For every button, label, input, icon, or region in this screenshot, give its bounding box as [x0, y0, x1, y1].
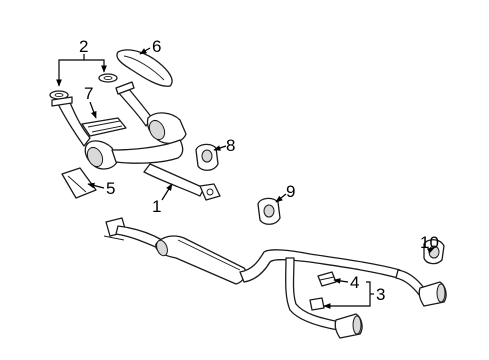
insulator-middle[interactable]	[257, 197, 281, 225]
heat-shield-center[interactable]	[81, 117, 127, 137]
hanger-lower[interactable]	[309, 297, 325, 311]
heat-shield-right[interactable]	[116, 49, 173, 87]
heat-shield-left[interactable]	[61, 167, 97, 199]
gasket-right[interactable]	[98, 73, 118, 83]
callout-1: 1	[152, 197, 161, 216]
callout-5: 5	[106, 179, 115, 198]
gasket-left[interactable]	[49, 90, 69, 100]
hanger-bracket[interactable]	[317, 271, 337, 287]
callout-numbers: 2 6 7 8 1 5 9 10 4 3	[79, 37, 439, 304]
callout-7: 7	[84, 84, 93, 103]
callout-leaders	[56, 47, 435, 309]
insulator-front[interactable]	[195, 143, 219, 171]
callout-3: 3	[376, 285, 385, 304]
muffler-assembly[interactable]	[103, 217, 447, 339]
callout-6: 6	[152, 37, 161, 56]
front-pipe-assembly[interactable]	[51, 81, 221, 201]
callout-4: 4	[350, 273, 359, 292]
callout-2: 2	[79, 37, 88, 56]
callout-9: 9	[286, 182, 295, 201]
callout-10: 10	[420, 233, 439, 252]
callout-8: 8	[226, 136, 235, 155]
